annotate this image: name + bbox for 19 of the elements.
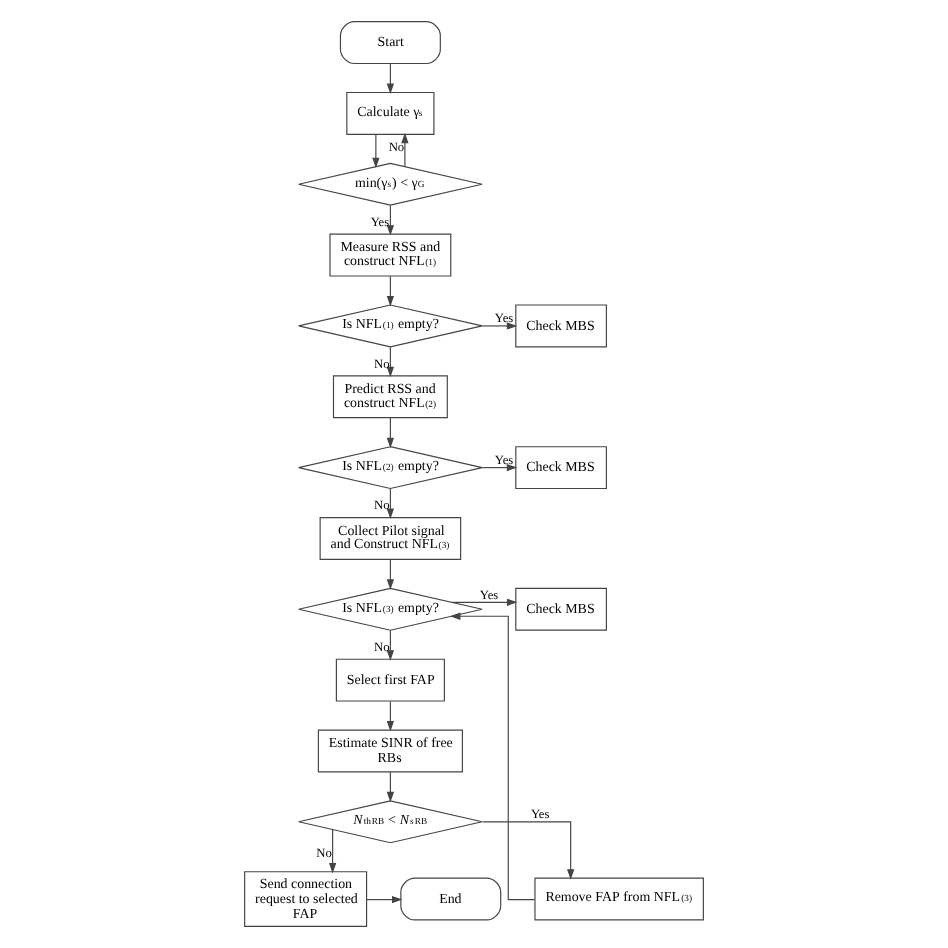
arrow xyxy=(328,829,337,874)
arrow xyxy=(366,895,403,904)
arrow xyxy=(386,346,395,378)
arrow xyxy=(386,488,395,519)
arrow xyxy=(386,700,395,732)
arrow xyxy=(386,275,395,307)
arrow xyxy=(451,598,518,606)
arrow xyxy=(386,204,395,236)
arrow xyxy=(386,771,395,803)
arrow xyxy=(401,132,409,167)
arrow xyxy=(386,417,395,449)
arrow xyxy=(386,629,395,661)
arrow xyxy=(482,821,575,880)
arrow xyxy=(386,63,395,94)
arrow xyxy=(481,322,518,330)
arrow xyxy=(450,612,536,901)
arrow xyxy=(481,463,518,472)
arrow xyxy=(386,559,395,590)
arrow xyxy=(372,134,380,169)
